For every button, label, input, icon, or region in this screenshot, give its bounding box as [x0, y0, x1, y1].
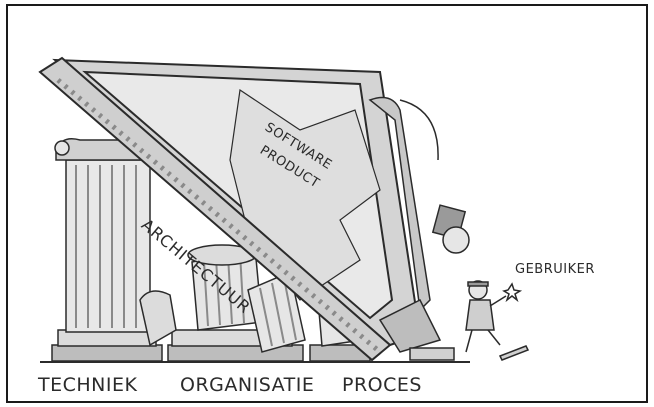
label-organisatie: ORGANISATIE — [180, 374, 314, 396]
user-figure — [466, 281, 528, 360]
label-proces: PROCES — [342, 374, 422, 396]
label-techniek: TECHNIEK — [38, 374, 137, 396]
label-gebruiker: GEBRUIKER — [515, 262, 595, 277]
